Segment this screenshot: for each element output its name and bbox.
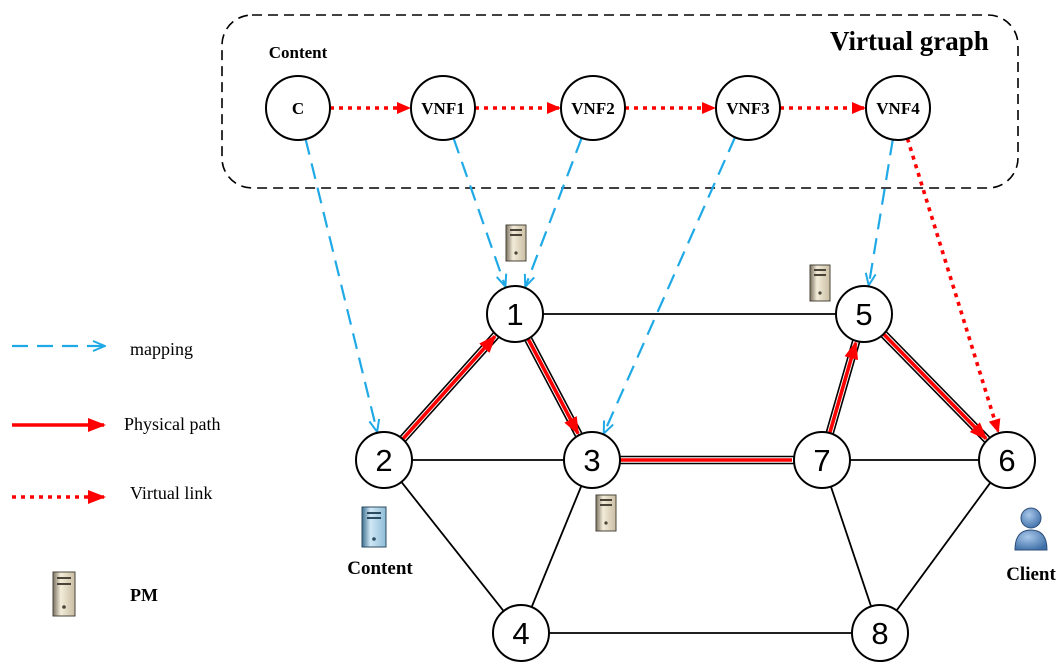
physical-path-arrows [401, 332, 988, 462]
physical-path-arrow [526, 337, 580, 436]
physical-node-7: 7 [793, 431, 851, 489]
virtual-node-circle [560, 75, 626, 141]
virtual-node-label: VNF3 [726, 99, 769, 118]
physical-link-edge [830, 486, 872, 607]
virtual-node-vnf1: VNF1 [410, 75, 476, 141]
physical-link-edge [880, 335, 986, 444]
physical-node-circle [563, 431, 621, 489]
virtual-node-circle [715, 75, 781, 141]
physical-node-label: 5 [855, 297, 872, 332]
physical-node-circle [835, 285, 893, 343]
legend-virtual-link-label: Virtual link [130, 483, 212, 503]
physical-node-circle [486, 285, 544, 343]
virtual-node-label: VNF2 [571, 99, 614, 118]
physical-link-edge [530, 485, 583, 608]
physical-link-edge [524, 340, 577, 438]
content-server-icon [361, 506, 387, 548]
physical-link-edge [885, 330, 991, 439]
client-person-icon [1014, 507, 1048, 551]
virtual-node-circle [410, 75, 476, 141]
virtual-node-circle [865, 75, 931, 141]
pm-server-icon [595, 494, 617, 532]
physical-node-circle [793, 431, 851, 489]
physical-path-arrow [882, 332, 988, 440]
physical-node-circle [492, 604, 550, 662]
physical-node-label: 8 [871, 616, 888, 651]
virtual-node-c: C [265, 75, 331, 141]
physical-node-label: 7 [813, 443, 830, 478]
physical-nodes: 1 2 3 4 5 6 7 8 [355, 285, 1036, 662]
virtual-node-vnf3: VNF3 [715, 75, 781, 141]
content-label-virtual: Content [269, 43, 328, 62]
physical-node-label: 6 [998, 443, 1015, 478]
virtual-nodes: C VNF1 VNF2 VNF3 VNF4 [265, 75, 931, 141]
physical-node-3: 3 [563, 431, 621, 489]
virtual-node-label: C [292, 99, 304, 118]
physical-node-circle [851, 604, 909, 662]
legend-pm-icon [52, 571, 76, 617]
physical-link-edge [400, 481, 505, 612]
physical-node-label: 2 [375, 443, 392, 478]
physical-path-arrow [828, 340, 859, 434]
physical-node-circle [355, 431, 413, 489]
physical-links [399, 313, 992, 634]
physical-node-8: 8 [851, 604, 909, 662]
legend: mapping Physical path Virtual link PM [12, 339, 221, 617]
content-label-physical: Content [347, 558, 413, 579]
physical-link-edge [530, 336, 583, 434]
mapping-arrow [304, 138, 377, 431]
physical-node-2: 2 [355, 431, 413, 489]
virtual-node-label: VNF1 [421, 99, 464, 118]
mapping-arrow [452, 137, 506, 285]
legend-pm-label: PM [130, 585, 158, 605]
virtual-link-arrows [330, 102, 1001, 434]
virtual-node-label: VNF4 [876, 99, 920, 118]
virtual-graph-box [221, 14, 1019, 189]
physical-link-edge [399, 331, 495, 438]
physical-link-edge [404, 336, 500, 443]
physical-node-6: 6 [978, 431, 1036, 489]
physical-node-4: 4 [492, 604, 550, 662]
virtual-node-vnf2: VNF2 [560, 75, 626, 141]
virtual-link-arrow [905, 138, 1001, 434]
virtual-node-vnf4: VNF4 [865, 75, 931, 141]
physical-node-5: 5 [835, 285, 893, 343]
legend-mapping-label: mapping [130, 339, 193, 359]
physical-node-1: 1 [486, 285, 544, 343]
mapping-arrow [526, 137, 583, 286]
physical-node-label: 4 [512, 616, 529, 651]
physical-link-edge [895, 482, 992, 611]
physical-path-arrow [401, 334, 497, 441]
legend-physical-path-label: Physical path [124, 414, 221, 434]
physical-node-label: 1 [506, 297, 523, 332]
client-label: Client [1006, 564, 1056, 585]
pm-server-icon [809, 264, 831, 302]
physical-link-edge [832, 341, 861, 435]
mapping-arrow [869, 139, 894, 285]
mapping-arrows [304, 136, 894, 432]
virtual-graph-title: Virtual graph [830, 26, 989, 56]
physical-node-circle [978, 431, 1036, 489]
physical-link-edge [825, 339, 854, 433]
pm-server-icon [505, 224, 527, 262]
virtual-node-circle [265, 75, 331, 141]
mapping-arrow [604, 136, 737, 432]
physical-node-label: 3 [583, 443, 600, 478]
